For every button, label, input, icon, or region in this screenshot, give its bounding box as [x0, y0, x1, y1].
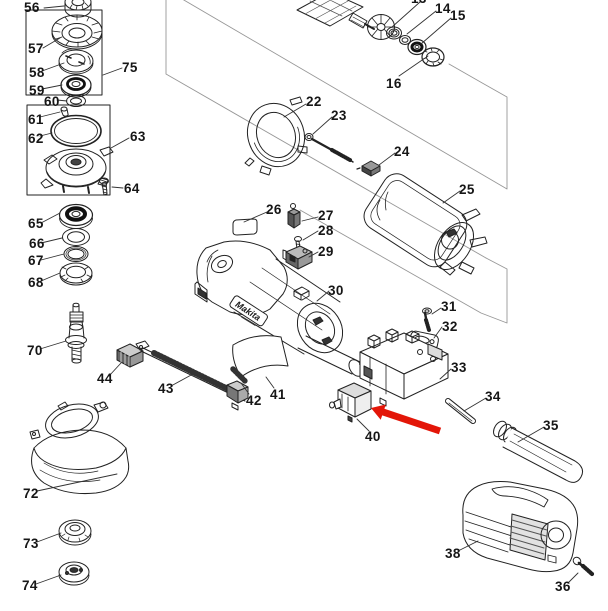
part-25-field-drawing	[363, 173, 488, 276]
part-29-holder-drawing	[282, 245, 313, 270]
part-57-drawing	[51, 14, 103, 50]
part-15-drawing	[407, 38, 427, 56]
part-label-38: 38	[445, 546, 461, 561]
part-label-35: 35	[543, 418, 559, 433]
part-label-13: 13	[411, 0, 427, 6]
part-42-drawing	[226, 366, 249, 411]
part-label-28: 28	[318, 223, 334, 238]
part-label-42: 42	[246, 393, 262, 408]
part-label-75: 75	[122, 60, 138, 75]
part-72-guard-drawing	[29, 401, 130, 494]
fan-drawing	[367, 14, 395, 40]
part-66-drawing	[62, 228, 90, 246]
part-35-handle-drawing	[493, 420, 583, 483]
part-label-24: 24	[394, 144, 410, 159]
group-box-63	[26, 104, 111, 196]
part-label-64: 64	[124, 181, 140, 196]
part-62-drawing	[50, 114, 102, 148]
part-31-screw-drawing	[422, 307, 432, 332]
part-label-15: 15	[450, 8, 466, 23]
part-68-drawing	[59, 262, 93, 286]
armature-drawing	[296, 0, 375, 30]
sheet-border-lines	[165, 0, 508, 324]
part-40-switch-drawing	[329, 382, 372, 423]
group-box-75	[25, 9, 103, 96]
part-36-screw-drawing	[572, 556, 595, 577]
highlight-arrow	[371, 404, 442, 435]
part-64-screw-drawing	[99, 177, 109, 196]
part-label-23: 23	[331, 108, 347, 123]
part-59-drawing	[60, 74, 92, 98]
part-label-66: 66	[29, 236, 45, 251]
part-label-63: 63	[130, 129, 146, 144]
part-label-32: 32	[442, 319, 458, 334]
part-41-lever-drawing	[232, 335, 289, 378]
part-label-60: 60	[44, 94, 60, 109]
part-label-25: 25	[459, 182, 475, 197]
part-13-drawing	[386, 26, 402, 40]
part-22-baffle-drawing	[244, 96, 308, 176]
part-label-40: 40	[365, 429, 381, 444]
part-label-74: 74	[22, 578, 38, 593]
part-label-43: 43	[158, 381, 174, 396]
part-label-29: 29	[318, 244, 334, 259]
part-33-controller-drawing	[359, 328, 449, 407]
part-label-68: 68	[28, 275, 44, 290]
part-label-70: 70	[27, 343, 43, 358]
part-label-36: 36	[555, 579, 571, 594]
part-label-72: 72	[23, 486, 39, 501]
part-label-67: 67	[28, 253, 44, 268]
part-26-nameplate-drawing	[232, 218, 258, 236]
part-label-14: 14	[435, 1, 451, 16]
part-65-drawing	[58, 203, 94, 229]
part-61-drawing	[60, 106, 69, 117]
part-56-drawing	[64, 0, 92, 18]
part-16-drawing	[421, 47, 445, 67]
part-label-16: 16	[386, 76, 402, 91]
part-label-26: 26	[266, 202, 282, 217]
part-24-drawing	[356, 160, 381, 177]
leader-lines	[35, 1, 579, 585]
part-38-cover-drawing	[462, 481, 579, 573]
part-label-27: 27	[318, 208, 334, 223]
part-63-bearing-box-drawing	[40, 146, 114, 194]
part-label-73: 73	[23, 536, 39, 551]
part-74-locknut-drawing	[58, 561, 90, 586]
part-label-62: 62	[28, 131, 44, 146]
part-label-33: 33	[451, 360, 467, 375]
part-label-65: 65	[28, 216, 44, 231]
part-73-flange-drawing	[58, 519, 92, 546]
part-70-spindle-drawing	[65, 302, 87, 364]
part-label-57: 57	[28, 41, 44, 56]
part-label-30: 30	[328, 283, 344, 298]
part-label-56: 56	[24, 0, 40, 15]
part-23-screw-drawing	[304, 133, 354, 163]
part-label-61: 61	[28, 112, 44, 127]
part-label-22: 22	[306, 94, 322, 109]
part-67-drawing	[63, 246, 89, 262]
part-label-31: 31	[441, 299, 457, 314]
part-label-41: 41	[270, 387, 286, 402]
part-label-58: 58	[29, 65, 45, 80]
part-58-drawing	[58, 48, 94, 75]
part-label-59: 59	[29, 83, 45, 98]
part-label-44: 44	[97, 371, 113, 386]
part-27-brush-drawing	[287, 203, 301, 229]
part-44-knob-drawing	[116, 343, 144, 368]
part-14-drawing	[399, 35, 411, 45]
part-label-34: 34	[485, 389, 501, 404]
part-34-pin-drawing	[445, 398, 476, 424]
